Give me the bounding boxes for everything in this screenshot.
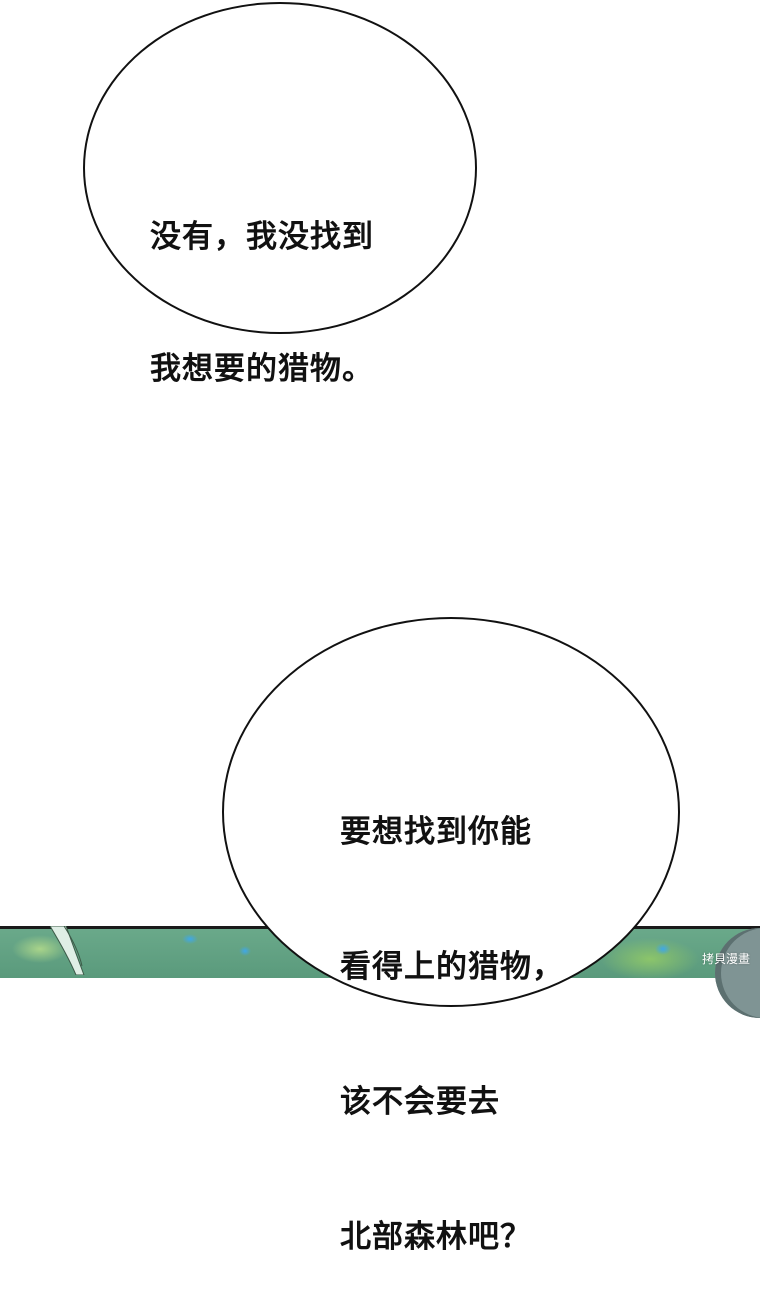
bubble-2-line-3: 该不会要去 bbox=[340, 1084, 500, 1120]
bubble-1-line-2: 我想要的猎物。 bbox=[150, 351, 374, 387]
speech-bubble-1-text: 没有，我没找到 我想要的猎物。 bbox=[150, 127, 374, 435]
bubble-2-line-1: 要想找到你能 bbox=[340, 814, 532, 850]
bubble-2-line-2: 看得上的猎物， bbox=[340, 949, 564, 985]
watermark: 拷貝漫畫 bbox=[701, 952, 750, 966]
leaf-illustration bbox=[50, 926, 85, 975]
speech-bubble-2-text: 要想找到你能 看得上的猎物， 该不会要去 北部森林吧？ bbox=[340, 720, 564, 1305]
speech-bubble-2 bbox=[222, 617, 680, 1007]
bubble-1-line-1: 没有，我没找到 bbox=[150, 219, 374, 255]
speech-bubble-1 bbox=[83, 2, 477, 334]
bubble-2-line-4: 北部森林吧？ bbox=[340, 1219, 532, 1255]
